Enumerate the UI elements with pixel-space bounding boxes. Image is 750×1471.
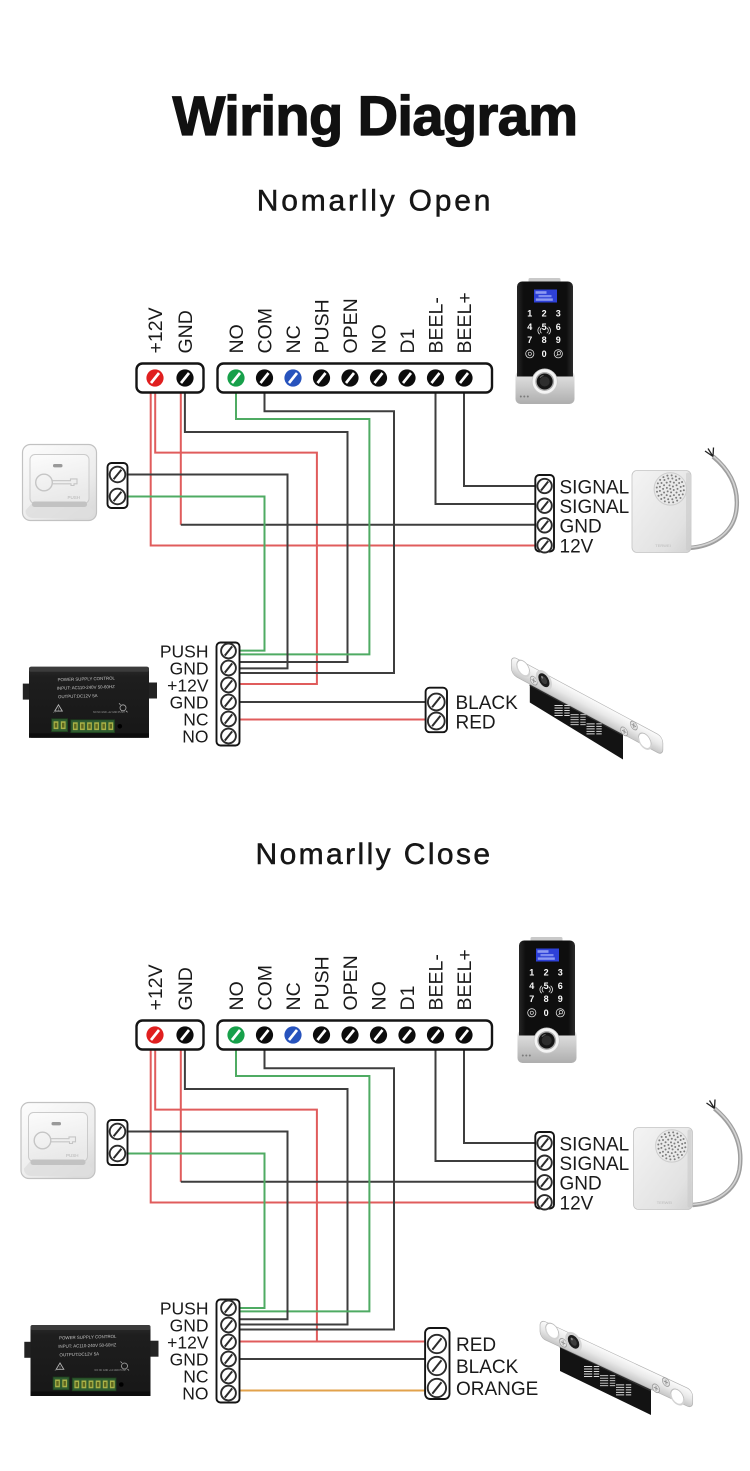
svg-text:PUSH: PUSH: [68, 495, 81, 500]
svg-text:3: 3: [558, 968, 563, 978]
svg-text:TERWEI: TERWEI: [655, 543, 670, 548]
svg-text:+ -: + -: [53, 711, 56, 714]
svg-text:NO: NO: [182, 1383, 208, 1403]
svg-text:ORANGE: ORANGE: [456, 1379, 538, 1400]
svg-text:OPEN: OPEN: [340, 298, 362, 353]
svg-text:8: 8: [542, 335, 547, 345]
svg-text:!: !: [58, 707, 59, 712]
svg-text:PUSH: PUSH: [312, 299, 334, 353]
svg-text:INPUT: AC110-240V 50-60HZ: INPUT: AC110-240V 50-60HZ: [58, 1342, 116, 1349]
svg-text:NO: NO: [182, 726, 208, 746]
svg-text:COM: COM: [255, 308, 277, 354]
svg-text:COM: COM: [255, 965, 277, 1011]
svg-text:4: 4: [527, 322, 532, 332]
svg-text:BEEL-: BEEL-: [426, 297, 448, 353]
svg-text:SIGNAL: SIGNAL: [560, 1134, 630, 1155]
svg-text:6: 6: [556, 322, 561, 332]
svg-text:GND: GND: [170, 1315, 209, 1335]
svg-text:GND: GND: [560, 517, 602, 538]
svg-text:Nomarlly Close: Nomarlly Close: [256, 838, 493, 871]
svg-text:BEEL+: BEEL+: [454, 949, 476, 1010]
svg-text:!: !: [59, 1365, 60, 1370]
svg-text:4: 4: [529, 981, 534, 991]
svg-text:+12V: +12V: [167, 1332, 209, 1352]
svg-text:TERWEI: TERWEI: [657, 1200, 672, 1205]
svg-text:+12V: +12V: [145, 307, 167, 353]
svg-text:GND: GND: [170, 1349, 209, 1369]
svg-text:Nomarlly Open: Nomarlly Open: [257, 185, 493, 218]
svg-text:BLACK: BLACK: [456, 693, 519, 714]
svg-text:RED: RED: [456, 1335, 496, 1356]
svg-text:1: 1: [529, 968, 534, 978]
svg-text:NC: NC: [283, 982, 305, 1010]
svg-text:D1: D1: [397, 986, 419, 1011]
svg-text:NC: NC: [283, 325, 305, 353]
svg-text:1: 1: [527, 309, 532, 319]
svg-text:OUTPUT:DC12V 5A: OUTPUT:DC12V 5A: [58, 693, 98, 699]
svg-text:+12V: +12V: [145, 964, 167, 1010]
svg-text:RED: RED: [456, 712, 496, 733]
svg-text:D1: D1: [397, 329, 419, 354]
svg-text:NO: NO: [369, 981, 391, 1010]
svg-text:0: 0: [542, 349, 547, 359]
svg-text:OUTPUT:DC12V 5A: OUTPUT:DC12V 5A: [59, 1351, 99, 1357]
svg-text:3: 3: [556, 309, 561, 319]
svg-text:PUSH: PUSH: [160, 1298, 209, 1318]
svg-text:GND: GND: [175, 967, 197, 1010]
svg-text:NC: NC: [183, 1366, 208, 1386]
svg-text:12V: 12V: [560, 537, 594, 558]
svg-text:INPUT: AC110-240V 50-60HZ: INPUT: AC110-240V 50-60HZ: [57, 684, 115, 691]
svg-text:PUSH: PUSH: [160, 641, 209, 661]
svg-text:GND: GND: [175, 310, 197, 353]
svg-text:SIGNAL: SIGNAL: [560, 497, 630, 518]
svg-text:2: 2: [542, 309, 547, 319]
svg-text:5: 5: [544, 981, 549, 991]
svg-text:NO: NO: [369, 324, 391, 353]
svg-text:2: 2: [544, 968, 549, 978]
svg-text:GND: GND: [170, 658, 209, 678]
svg-text:0: 0: [544, 1008, 549, 1018]
svg-text:BEEL-: BEEL-: [426, 954, 448, 1010]
svg-text:NO NC GND +12 GND PUSH: NO NC GND +12 GND PUSH: [95, 1369, 127, 1372]
svg-text:9: 9: [556, 335, 561, 345]
svg-text:POWER SUPPLY CONTROL: POWER SUPPLY CONTROL: [57, 676, 115, 683]
svg-text:SIGNAL: SIGNAL: [560, 477, 630, 498]
svg-text:PUSH: PUSH: [312, 956, 334, 1010]
svg-text:8: 8: [544, 994, 549, 1004]
svg-text:+12V: +12V: [167, 675, 209, 695]
svg-text:5: 5: [542, 322, 547, 332]
svg-text:9: 9: [558, 994, 563, 1004]
svg-text:+ -: + -: [55, 1369, 58, 1372]
svg-text:GND: GND: [170, 692, 209, 712]
svg-text:BEEL+: BEEL+: [454, 292, 476, 353]
svg-text:PUSH: PUSH: [66, 1153, 79, 1158]
svg-text:7: 7: [527, 335, 532, 345]
svg-text:SIGNAL: SIGNAL: [560, 1154, 630, 1175]
svg-text:7: 7: [529, 994, 534, 1004]
svg-text:GND: GND: [560, 1174, 602, 1195]
svg-text:NO: NO: [226, 981, 248, 1010]
svg-text:POWER SUPPLY CONTROL: POWER SUPPLY CONTROL: [59, 1334, 117, 1341]
svg-text:NC: NC: [183, 709, 208, 729]
svg-text:NO NC GND +12 GND PUSH: NO NC GND +12 GND PUSH: [93, 711, 125, 714]
svg-text:NO: NO: [226, 324, 248, 353]
svg-text:OPEN: OPEN: [340, 955, 362, 1010]
svg-text:Wiring Diagram: Wiring Diagram: [173, 84, 578, 147]
svg-text:12V: 12V: [560, 1194, 594, 1215]
svg-text:BLACK: BLACK: [456, 1357, 519, 1378]
svg-text:6: 6: [558, 981, 563, 991]
